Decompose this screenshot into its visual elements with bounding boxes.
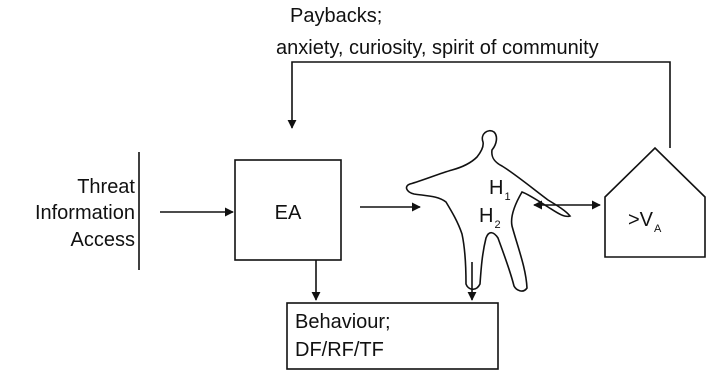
input-information: Information xyxy=(35,202,135,224)
value-label: >VA xyxy=(628,209,662,235)
input-threat: Threat xyxy=(77,176,135,198)
behaviour-types: DF/RF/TF xyxy=(295,339,384,361)
feedback-items: anxiety, curiosity, spirit of community xyxy=(276,37,599,59)
input-access: Access xyxy=(71,229,135,251)
h2-label: H2 xyxy=(479,205,501,231)
feedback-arrow xyxy=(287,61,671,148)
behaviour-title: Behaviour; xyxy=(295,311,391,333)
feedback-title: Paybacks; xyxy=(290,5,382,27)
behaviour-box xyxy=(286,302,499,370)
value-house xyxy=(604,146,706,258)
ea-box xyxy=(234,159,342,261)
human-figure xyxy=(405,129,572,292)
ea-label: EA xyxy=(275,202,302,224)
h1-label: H1 xyxy=(489,177,511,203)
